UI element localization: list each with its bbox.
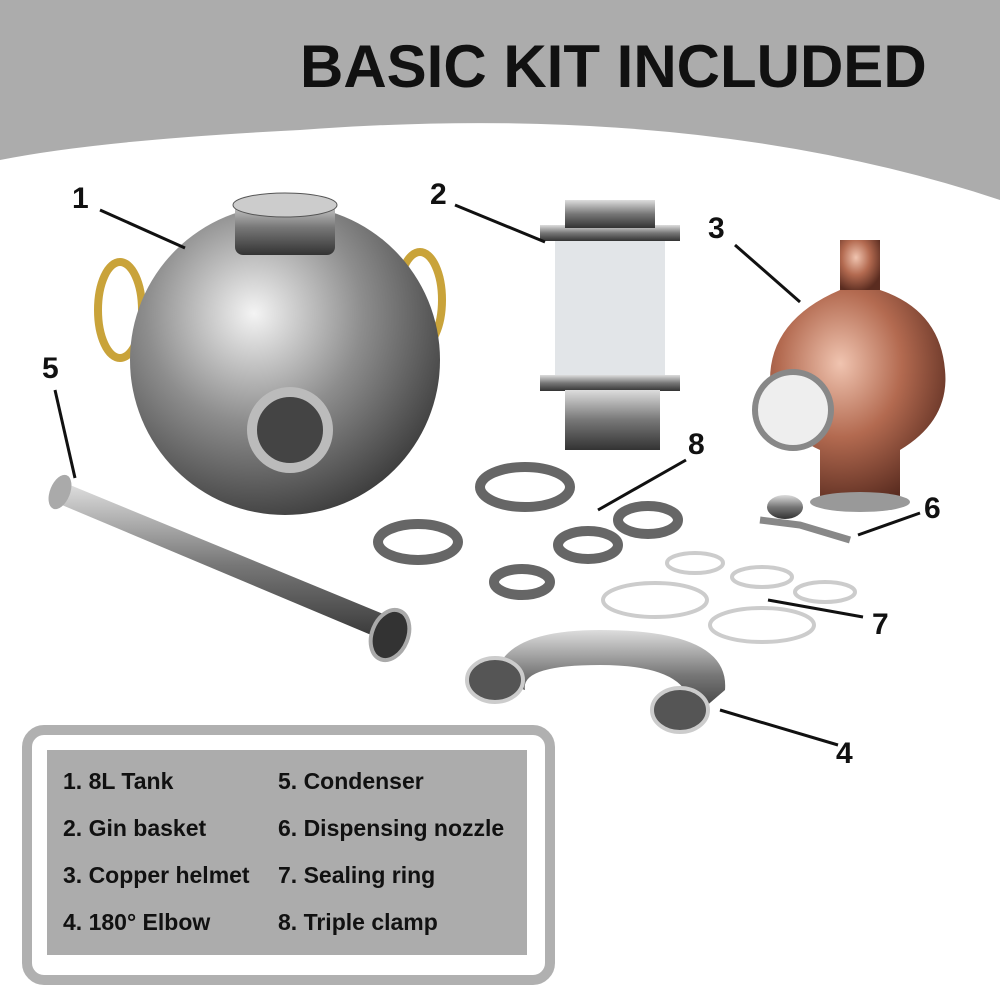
elbow-180: [465, 630, 726, 734]
callout-3: 3: [708, 212, 725, 245]
condenser: [48, 474, 412, 663]
callout-1: 1: [72, 182, 89, 215]
page-title: BASIC KIT INCLUDED: [300, 33, 927, 100]
legend-item-gin-basket: 2. Gin basket: [63, 815, 207, 841]
legend-item-sealing-ring: 7. Sealing ring: [278, 862, 436, 888]
gin-basket: [540, 200, 680, 450]
triple-clamps: [373, 462, 683, 600]
legend-item-tank: 1. 8L Tank: [63, 768, 174, 794]
header-band: [0, 0, 1000, 200]
callout-6: 6: [924, 492, 941, 525]
callout-8: 8: [688, 428, 705, 461]
legend-item-copper-helmet: 3. Copper helmet: [63, 862, 250, 888]
sealing-rings: [601, 551, 857, 644]
legend-item-triple-clamp: 8. Triple clamp: [278, 909, 438, 935]
legend-item-nozzle: 6. Dispensing nozzle: [278, 815, 505, 841]
callout-4: 4: [836, 737, 853, 770]
leader-lines: [53, 203, 921, 747]
callout-2: 2: [430, 178, 447, 211]
legend-item-elbow: 4. 180° Elbow: [63, 909, 211, 935]
callout-5: 5: [42, 352, 59, 385]
legend-item-condenser: 5. Condenser: [278, 768, 424, 794]
tank-8l: [94, 192, 446, 515]
copper-helmet: [752, 240, 946, 512]
dispensing-nozzle: [759, 495, 852, 544]
legend-box: [47, 750, 527, 955]
callout-7: 7: [872, 608, 889, 641]
